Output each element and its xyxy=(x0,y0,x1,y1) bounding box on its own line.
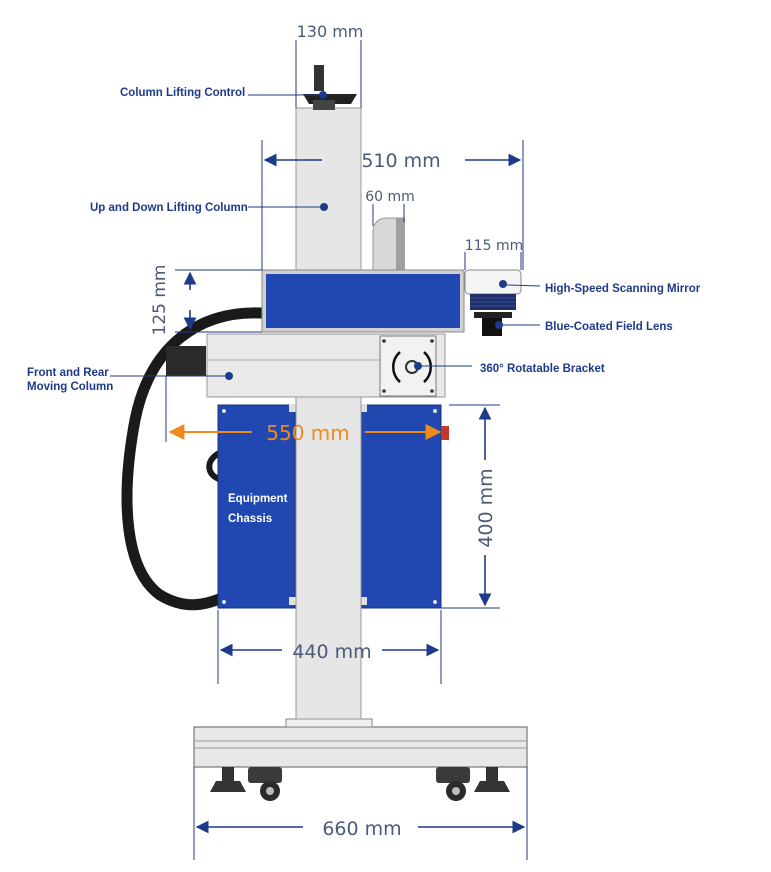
dim-440: 440 mm xyxy=(217,610,442,684)
dim-130-label: 130 mm xyxy=(297,22,364,41)
dim-400: 400 mm xyxy=(441,404,500,609)
dim-550-label: 550 mm xyxy=(266,421,350,445)
dim-125: 125 mm xyxy=(150,265,262,336)
chassis-right-panel xyxy=(360,404,442,609)
lifting-column xyxy=(295,107,362,275)
dim-115-label: 115 mm xyxy=(465,238,523,254)
right-foot xyxy=(474,767,510,792)
callout-field-lens: Blue-Coated Field Lens xyxy=(495,321,673,333)
base-frame xyxy=(193,726,528,768)
dim-400-label: 400 mm xyxy=(475,468,497,547)
label-moving-column-line1: Front and Rear xyxy=(27,367,109,379)
callout-rotatable-bracket: 360° Rotatable Bracket xyxy=(414,362,605,375)
lower-column xyxy=(295,396,362,720)
laser-head xyxy=(261,269,465,333)
dim-60-label: 60 mm xyxy=(365,189,415,205)
left-foot xyxy=(210,767,246,792)
label-field-lens: Blue-Coated Field Lens xyxy=(545,321,673,333)
dim-660: 660 mm xyxy=(193,767,528,860)
dim-130: 130 mm xyxy=(295,22,364,108)
label-column-lifting-control: Column Lifting Control xyxy=(120,87,245,99)
dim-510-label: 510 mm xyxy=(361,150,440,172)
field-lens xyxy=(474,312,512,336)
chassis-screws xyxy=(222,404,437,605)
chassis-power-button xyxy=(441,426,449,440)
label-moving-column-line2: Moving Column xyxy=(27,381,113,393)
chassis-left-panel xyxy=(217,404,296,609)
scanning-mirror xyxy=(464,269,522,310)
label-scanning-mirror: High-Speed Scanning Mirror xyxy=(545,283,701,295)
label-chassis-line1: Equipment xyxy=(228,493,288,505)
callout-moving-column: Front and Rear Moving Column xyxy=(27,367,233,393)
dim-550: 550 mm xyxy=(165,376,442,445)
dim-115: 115 mm xyxy=(464,238,523,270)
left-caster xyxy=(248,767,282,801)
dim-660-label: 660 mm xyxy=(322,818,401,840)
dim-125-label: 125 mm xyxy=(150,265,170,336)
column-foot-plate xyxy=(285,718,373,728)
right-caster xyxy=(436,767,470,801)
label-rotatable-bracket: 360° Rotatable Bracket xyxy=(480,363,605,375)
dim-60: 60 mm xyxy=(365,189,415,226)
callout-chassis: Equipment Chassis xyxy=(228,493,288,525)
callout-lifting-control: Column Lifting Control xyxy=(120,87,327,99)
label-chassis-line2: Chassis xyxy=(228,513,272,525)
callout-lifting-column: Up and Down Lifting Column xyxy=(90,202,328,214)
upper-beam xyxy=(372,217,405,275)
label-up-down-column: Up and Down Lifting Column xyxy=(90,202,248,214)
callout-scanning-mirror: High-Speed Scanning Mirror xyxy=(499,280,701,295)
dim-440-label: 440 mm xyxy=(292,641,371,663)
dim-510: 510 mm xyxy=(261,140,524,270)
lifting-control-handle xyxy=(303,65,357,110)
